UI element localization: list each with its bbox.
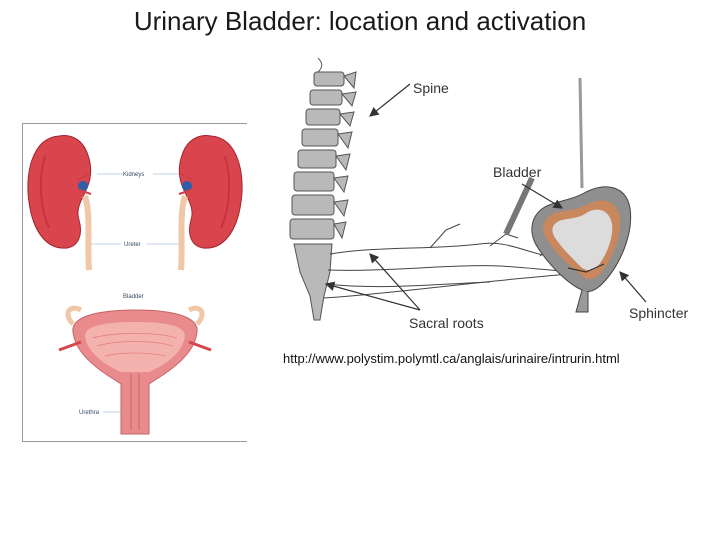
spine-illustration [289, 58, 357, 321]
bladder-innervation-diagram: Spine Bladder Sacral roots Sphincter [270, 58, 710, 348]
label-sphincter: Sphincter [629, 305, 688, 321]
label-urethra: Urethra [79, 410, 100, 416]
urinary-system-illustration: Kidneys Ureter Bladder Urethra [22, 123, 247, 442]
left-kidney [27, 135, 92, 249]
label-bladder: Bladder [123, 294, 144, 300]
urinary-system-drawing: Kidneys Ureter Bladder Urethra [27, 135, 243, 435]
label-kidneys: Kidneys [123, 172, 144, 178]
right-ureter [178, 195, 188, 271]
label-ureter: Ureter [124, 242, 141, 248]
label-sacral-roots: Sacral roots [409, 315, 484, 331]
source-url: http://www.polystim.polymtl.ca/anglais/u… [283, 351, 620, 366]
slide-title: Urinary Bladder: location and activation [133, 6, 587, 36]
right-kidney [178, 135, 243, 249]
innervation-drawing: Spine Bladder Sacral roots Sphincter [289, 58, 688, 331]
label-bladder-right: Bladder [493, 164, 542, 180]
label-spine: Spine [413, 80, 449, 96]
bladder-illustration [58, 305, 212, 435]
bladder-diagram [503, 77, 632, 313]
left-ureter [82, 195, 92, 271]
